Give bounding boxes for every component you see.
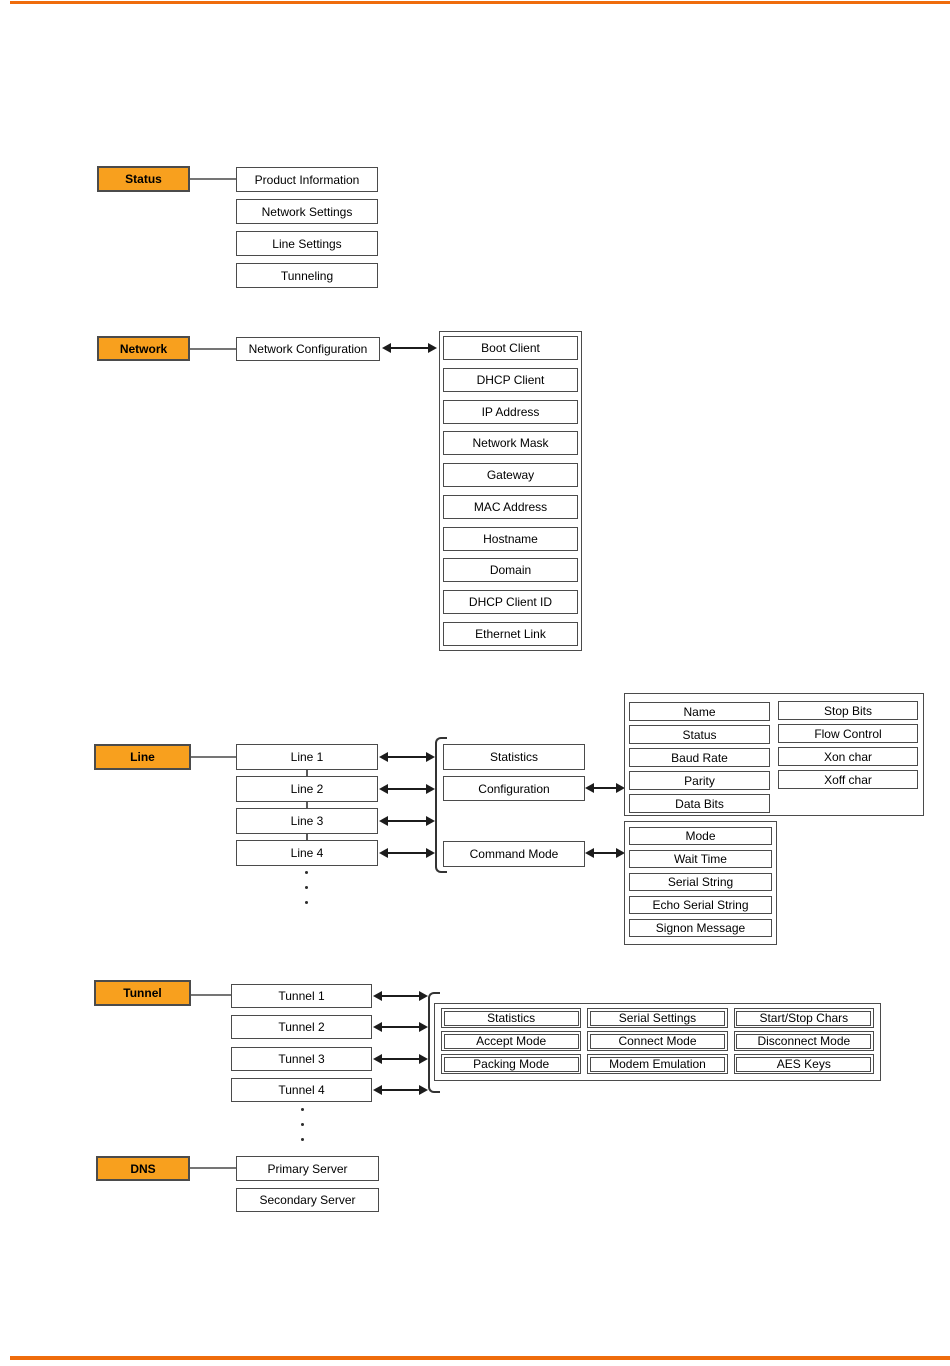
- configuration-double-arrow: [585, 783, 625, 793]
- line-connector-line: [191, 756, 236, 758]
- status-item-tunneling: Tunneling: [236, 263, 378, 288]
- status-item-network-settings: Network Settings: [236, 199, 378, 224]
- cmd-item-serial-string: Serial String: [629, 873, 772, 891]
- line-node-line1: Line 1: [236, 744, 378, 770]
- line3-double-arrow: [379, 816, 435, 826]
- line-submenu-bracket: [435, 737, 447, 873]
- line-menu-box: Line: [94, 744, 191, 770]
- line-node-line3: Line 3: [236, 808, 378, 834]
- tunnel-cell-label: Disconnect Mode: [736, 1033, 872, 1049]
- tunnel-ellipsis-dot: [301, 1138, 304, 1141]
- network-item-dhcp-client: DHCP Client: [443, 367, 578, 392]
- tunnel-cell-label: Accept Mode: [443, 1033, 579, 1049]
- tunnel-cell-serial-settings: Serial Settings: [587, 1008, 728, 1028]
- tunnel-cell-statistics: Statistics: [441, 1008, 582, 1028]
- configuration-detail-left-column: Name Status Baud Rate Parity Data Bits: [629, 702, 770, 813]
- tunnel-node-tunnel4: Tunnel 4: [231, 1078, 372, 1102]
- tunnel-submenu-bracket: [428, 992, 440, 1093]
- config-item-xon-char: Xon char: [778, 747, 918, 766]
- line2-double-arrow: [379, 784, 435, 794]
- dns-item-secondary-server: Secondary Server: [236, 1188, 379, 1212]
- tunnel-node-tunnel1: Tunnel 1: [231, 984, 372, 1008]
- tunnel-cell-packing-mode: Packing Mode: [441, 1054, 582, 1074]
- cmd-item-wait-time: Wait Time: [629, 850, 772, 868]
- tunnel4-double-arrow: [373, 1085, 428, 1095]
- tunnel-cell-start-stop-chars: Start/Stop Chars: [733, 1008, 874, 1028]
- config-item-baud-rate: Baud Rate: [629, 748, 770, 767]
- tunnel-cell-modem-emulation: Modem Emulation: [587, 1054, 728, 1074]
- tunnel-node-tunnel2: Tunnel 2: [231, 1015, 372, 1039]
- config-item-data-bits: Data Bits: [629, 794, 770, 813]
- network-item-hostname: Hostname: [443, 526, 578, 551]
- config-item-parity: Parity: [629, 771, 770, 790]
- tunnel-submenu-grid: Statistics Serial Settings Start/Stop Ch…: [434, 1003, 881, 1081]
- network-item-mac-address: MAC Address: [443, 494, 578, 519]
- config-item-flow-control: Flow Control: [778, 724, 918, 743]
- tunnel-cell-label: Serial Settings: [589, 1010, 726, 1026]
- line4-double-arrow: [379, 848, 435, 858]
- tunnel2-double-arrow: [373, 1022, 428, 1032]
- line-ellipsis-dot: [305, 871, 308, 874]
- tunnel-cell-label: Start/Stop Chars: [736, 1010, 872, 1026]
- tunnel-cell-connect-mode: Connect Mode: [587, 1031, 728, 1051]
- line1-line2-connector: [306, 770, 308, 776]
- tunnel-cell-label: Connect Mode: [589, 1033, 726, 1049]
- top-rule: [10, 1, 950, 4]
- config-item-name: Name: [629, 702, 770, 721]
- network-item-ip-address: IP Address: [443, 399, 578, 424]
- network-item-network-mask: Network Mask: [443, 431, 578, 456]
- line-ellipsis-dot: [305, 901, 308, 904]
- tunnel-cell-accept-mode: Accept Mode: [441, 1031, 582, 1051]
- cmd-item-signon-message: Signon Message: [629, 919, 772, 937]
- tunnel-cell-label: AES Keys: [736, 1056, 872, 1072]
- network-item-gateway: Gateway: [443, 463, 578, 488]
- config-item-status: Status: [629, 725, 770, 744]
- network-item-dhcp-client-id: DHCP Client ID: [443, 590, 578, 615]
- tunnel-cell-disconnect-mode: Disconnect Mode: [733, 1031, 874, 1051]
- tunnel-cell-label: Modem Emulation: [589, 1056, 726, 1072]
- network-double-arrow: [382, 343, 437, 353]
- status-item-line-settings: Line Settings: [236, 231, 378, 256]
- line-ellipsis-dot: [305, 886, 308, 889]
- tunnel-menu-box: Tunnel: [94, 980, 191, 1006]
- line-submenu-configuration: Configuration: [443, 776, 585, 801]
- dns-connector-line: [190, 1167, 236, 1169]
- line2-line3-connector: [306, 802, 308, 808]
- network-menu-box: Network: [97, 336, 190, 361]
- dns-item-primary-server: Primary Server: [236, 1156, 379, 1181]
- status-item-product-information: Product Information: [236, 167, 378, 192]
- network-items-frame: Boot Client DHCP Client IP Address Netwo…: [439, 331, 582, 651]
- tunnel-cell-aes-keys: AES Keys: [733, 1054, 874, 1074]
- network-item-ethernet-link: Ethernet Link: [443, 621, 578, 646]
- config-item-stop-bits: Stop Bits: [778, 701, 918, 720]
- tunnel-ellipsis-dot: [301, 1123, 304, 1126]
- line-node-line4: Line 4: [236, 840, 378, 866]
- cmd-item-echo-serial-string: Echo Serial String: [629, 896, 772, 914]
- line-node-line2: Line 2: [236, 776, 378, 802]
- line-submenu-statistics: Statistics: [443, 744, 585, 770]
- tunnel-ellipsis-dot: [301, 1108, 304, 1111]
- bottom-rule: [10, 1356, 950, 1360]
- tunnel-node-tunnel3: Tunnel 3: [231, 1047, 372, 1071]
- tunnel3-double-arrow: [373, 1054, 428, 1064]
- tunnel-cell-label: Statistics: [443, 1010, 579, 1026]
- status-menu-box: Status: [97, 166, 190, 192]
- config-item-xoff-char: Xoff char: [778, 770, 918, 789]
- network-configuration-box: Network Configuration: [236, 337, 380, 361]
- network-item-boot-client: Boot Client: [443, 336, 578, 360]
- line3-line4-connector: [306, 834, 308, 840]
- command-mode-double-arrow: [585, 848, 625, 858]
- command-mode-detail-column: Mode Wait Time Serial String Echo Serial…: [629, 827, 772, 937]
- network-connector-line: [190, 348, 236, 350]
- status-connector-line: [190, 178, 236, 180]
- line1-double-arrow: [379, 752, 435, 762]
- configuration-detail-right-column: Stop Bits Flow Control Xon char Xoff cha…: [778, 701, 918, 789]
- tunnel-connector-line: [191, 994, 231, 996]
- cmd-item-mode: Mode: [629, 827, 772, 845]
- dns-menu-box: DNS: [96, 1156, 190, 1181]
- tunnel1-double-arrow: [373, 991, 428, 1001]
- line-submenu-command-mode: Command Mode: [443, 841, 585, 867]
- tunnel-cell-label: Packing Mode: [443, 1056, 579, 1072]
- network-item-domain: Domain: [443, 558, 578, 583]
